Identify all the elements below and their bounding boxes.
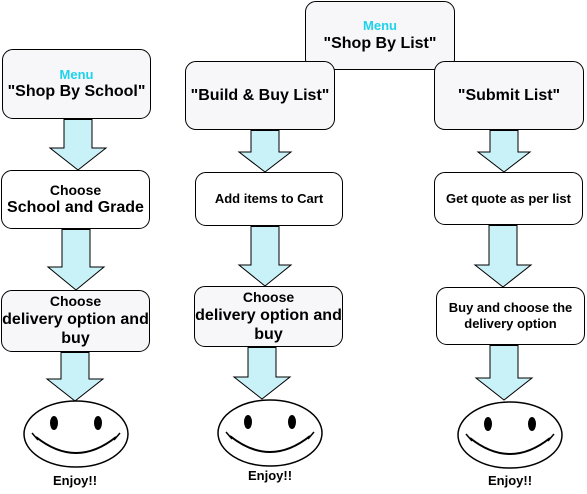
shop-by-list-title: "Shop By List" [323, 34, 437, 52]
choose-label: Choose [49, 293, 102, 310]
down-arrow-icon [473, 225, 533, 288]
enjoy-label: Enjoy!! [487, 473, 533, 488]
smiley-face-icon [23, 400, 129, 468]
down-arrow-icon [474, 345, 534, 401]
submit-list-title: "Submit List" [457, 86, 561, 104]
smiley-face-icon [217, 399, 323, 467]
down-arrow-icon [46, 229, 106, 291]
add-items-to-cart-box: Add items to Cart [195, 172, 343, 226]
shop-by-school-menu-box: Menu "Shop By School" [2, 49, 151, 119]
buy-choose-delivery-box: Buy and choose the delivery option [436, 287, 585, 345]
get-quote-label: Get quote as per list [446, 190, 571, 206]
down-arrow-icon [45, 352, 105, 402]
build-and-buy-list-box: "Build & Buy List" [185, 61, 335, 130]
enjoy-label: Enjoy!! [52, 473, 98, 488]
buy-and-choose-label: Buy and choose the [448, 300, 573, 316]
down-arrow-icon [476, 130, 532, 173]
school-and-grade-label: School and Grade [7, 199, 144, 217]
down-arrow-icon [48, 119, 108, 171]
down-arrow-icon [232, 347, 292, 400]
build-and-buy-list-title: "Build & Buy List" [190, 86, 330, 104]
school-delivery-option-box: Choose delivery option and buy [1, 290, 150, 352]
menu-label: Menu [363, 18, 397, 34]
down-arrow-icon [237, 226, 293, 287]
down-arrow-icon [237, 130, 293, 173]
choose-school-grade-box: Choose School and Grade [1, 170, 150, 229]
get-quote-box: Get quote as per list [434, 172, 583, 225]
choose-label: Choose [49, 181, 102, 198]
smiley-face-icon [457, 401, 563, 469]
delivery-option-label: delivery option [464, 316, 557, 331]
menu-label: Menu [59, 66, 94, 82]
choose-label: Choose [242, 288, 295, 305]
delivery-option-label: delivery option and [2, 311, 149, 329]
submit-list-box: "Submit List" [434, 61, 584, 130]
buy-label: buy [254, 325, 283, 343]
buy-label: buy [61, 330, 90, 348]
enjoy-label: Enjoy!! [247, 468, 293, 483]
delivery-option-label: delivery option and [195, 306, 342, 324]
shop-by-list-menu-box: Menu "Shop By List" [305, 1, 455, 70]
build-delivery-option-box: Choose delivery option and buy [194, 286, 343, 347]
add-items-to-cart-label: Add items to Cart [214, 191, 324, 207]
shop-by-school-title: "Shop By School" [7, 83, 146, 101]
